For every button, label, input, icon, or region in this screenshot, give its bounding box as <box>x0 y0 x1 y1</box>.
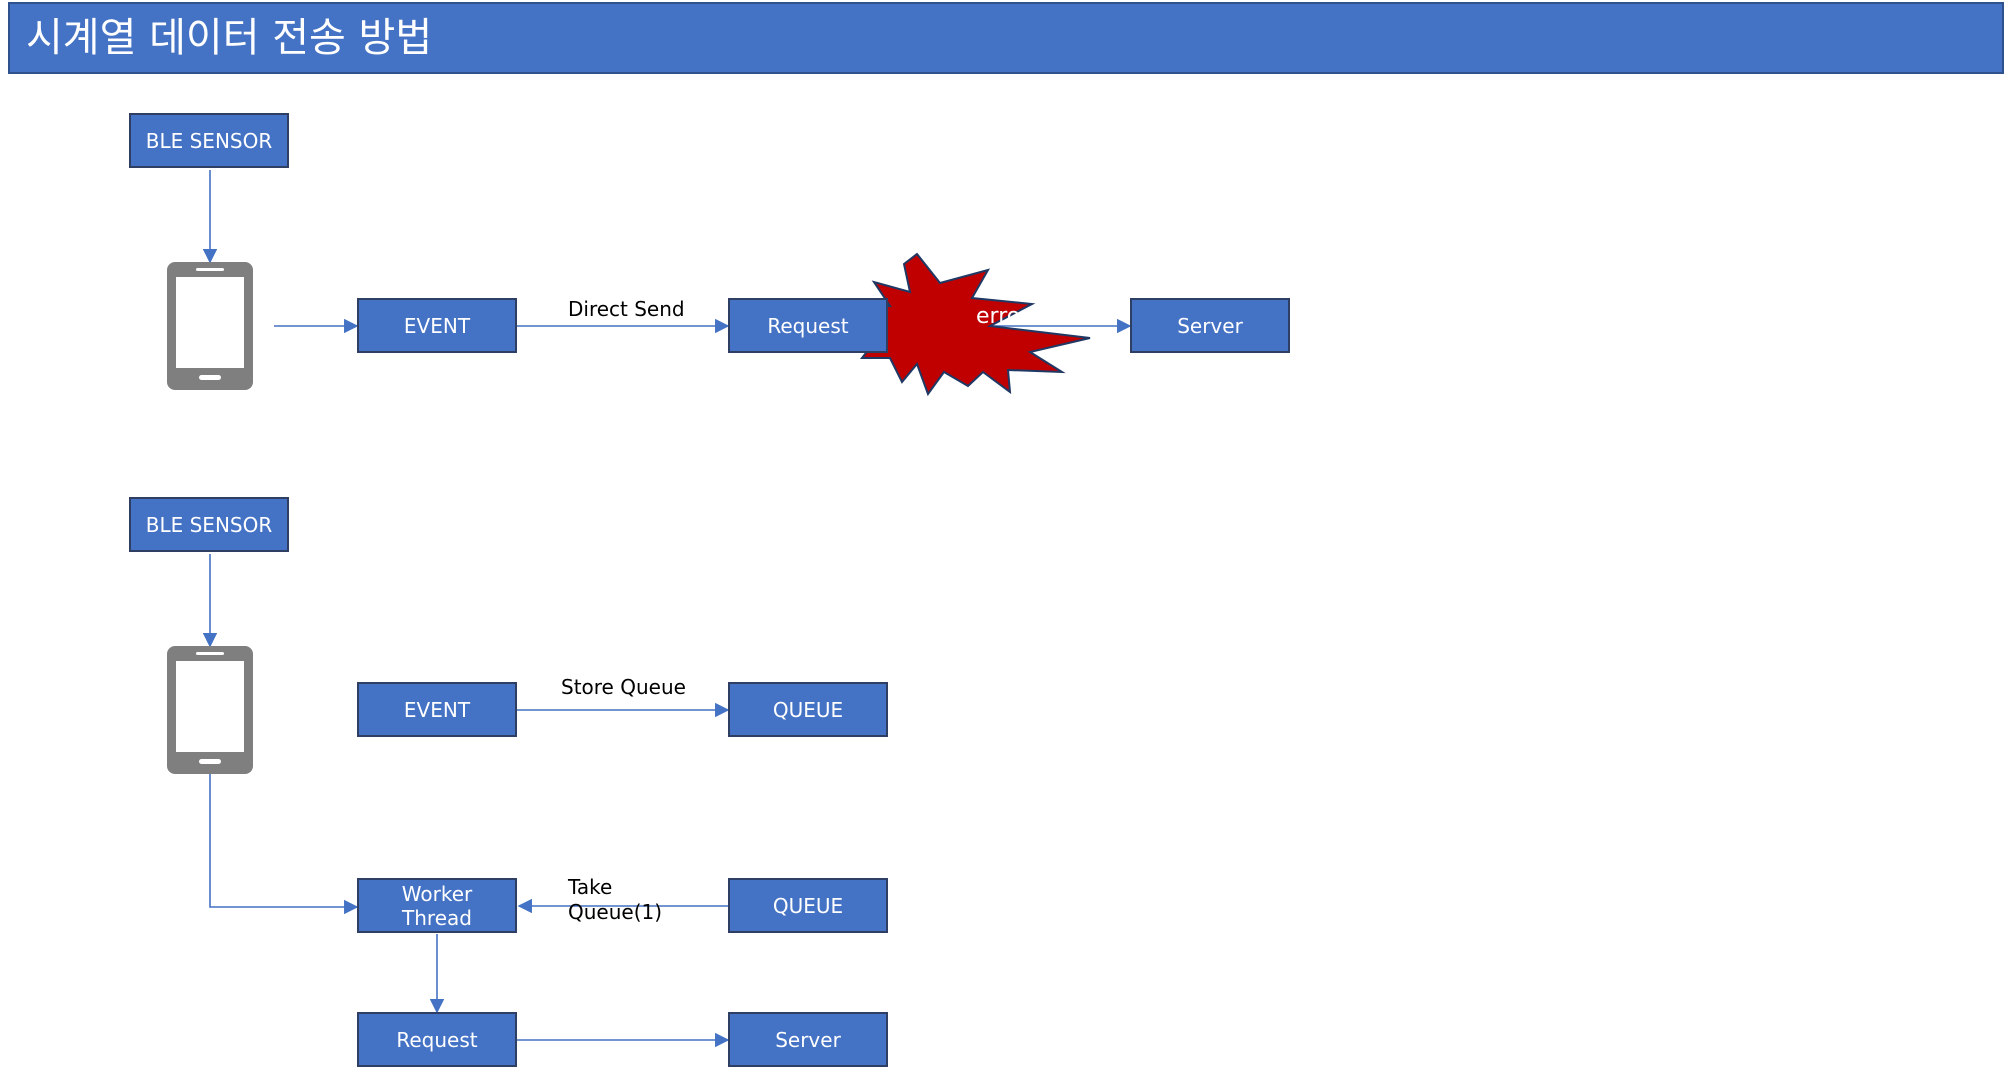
queue-box-1: QUEUE <box>728 682 888 737</box>
take-queue-line-1: Take <box>568 875 613 899</box>
page-title: 시계열 데이터 전송 방법 <box>26 15 433 61</box>
queue-box-2: QUEUE <box>728 878 888 933</box>
worker-thread-line-1: Worker <box>401 881 473 906</box>
server-box-2: Server <box>728 1012 888 1067</box>
server-box-1: Server <box>1130 298 1290 353</box>
phone-icon-1 <box>167 262 253 390</box>
take-queue-label: Take Queue(1) <box>568 875 662 925</box>
event-box-2: EVENT <box>357 682 517 737</box>
event-box-1: EVENT <box>357 298 517 353</box>
phone-icon-2 <box>167 646 253 774</box>
take-queue-line-2: Queue(1) <box>568 900 663 924</box>
worker-thread-line-2: Thread <box>402 905 472 930</box>
request-box-1: Request <box>728 298 888 353</box>
ble-sensor-box-2: BLE SENSOR <box>129 497 289 552</box>
error-label: error <box>976 304 1030 329</box>
arrow-phone-to-worker <box>209 774 359 915</box>
request-box-2: Request <box>357 1012 517 1067</box>
store-queue-label: Store Queue <box>561 675 686 699</box>
title-bar: 시계열 데이터 전송 방법 <box>8 2 2004 74</box>
direct-send-label: Direct Send <box>568 297 685 321</box>
worker-thread-box: Worker Thread <box>357 878 517 933</box>
ble-sensor-box-1: BLE SENSOR <box>129 113 289 168</box>
